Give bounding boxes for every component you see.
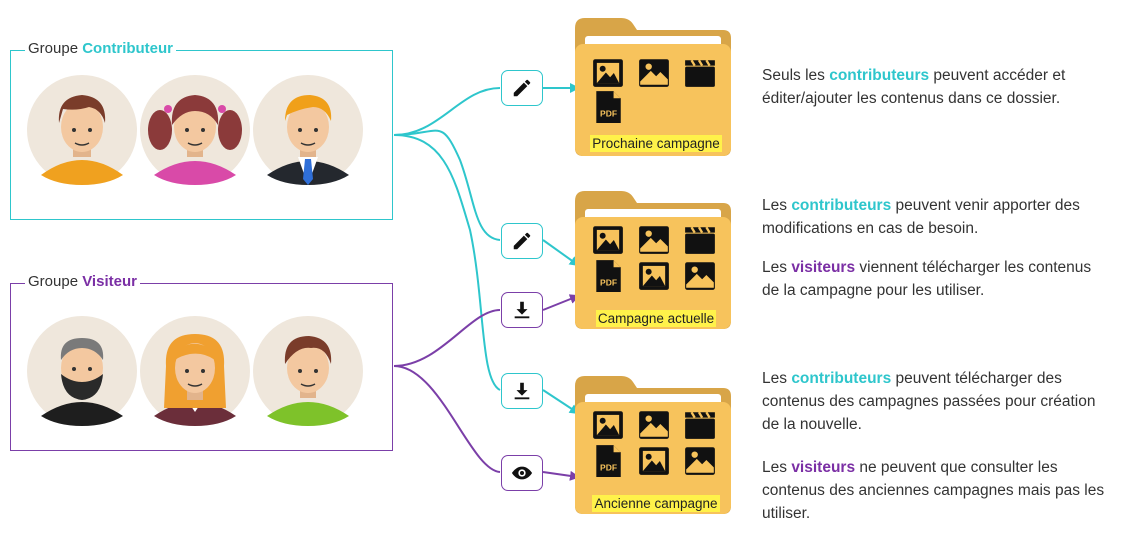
pdf-file-icon <box>595 90 622 124</box>
clapperboard-icon <box>683 226 717 255</box>
image-icon <box>593 226 623 254</box>
description-actuelle-contributeurs: Les contributeurs peuvent venir apporter… <box>762 197 1080 237</box>
image-icon <box>639 59 669 87</box>
avatar-contributeur-businessman <box>253 75 363 185</box>
clapperboard-icon <box>683 59 717 88</box>
image-icon <box>593 59 623 87</box>
pencil-icon <box>513 79 531 97</box>
image-icon <box>639 226 669 254</box>
link-contrib-download <box>393 134 501 391</box>
folder-ancienne-campagne <box>573 370 733 515</box>
description-prochaine-contributeurs: Seuls les contributeurs peuvent accéder … <box>762 67 1066 107</box>
link-visit-view <box>393 365 501 473</box>
pdf-file-icon <box>595 444 622 478</box>
group-contributeur-title: Groupe Contributeur <box>25 40 177 57</box>
image-icon <box>685 447 715 475</box>
avatar-visiteur-young-man <box>253 316 363 426</box>
arrow-download-visit <box>542 294 580 311</box>
group-visiteur-title: Groupe Visiteur <box>25 273 140 290</box>
group-contributeur: Groupe Contributeur <box>10 40 393 220</box>
folder-campagne-actuelle <box>573 185 733 330</box>
avatar-visiteur-woman <box>140 316 250 426</box>
edit-action-1 <box>501 70 543 106</box>
download-icon <box>514 301 530 319</box>
eye-icon <box>511 466 533 480</box>
image-icon <box>639 411 669 439</box>
folder-label-ancienne: Ancienne campagne <box>592 495 720 512</box>
pencil-icon <box>513 232 531 250</box>
edit-action-2 <box>501 223 543 259</box>
link-visit-download <box>393 309 501 367</box>
download-icon <box>514 382 530 400</box>
arrow-download-contrib <box>542 389 580 415</box>
link-contrib-edit-2 <box>393 129 501 241</box>
download-action-contributeur <box>501 373 543 409</box>
pdf-file-icon <box>595 259 622 293</box>
image-icon <box>639 447 669 475</box>
avatar-visiteur-bearded-man <box>27 316 137 426</box>
avatar-contributeur-girl <box>140 75 250 185</box>
description-ancienne-contributeurs: Les contributeurs peuvent télécharger de… <box>762 370 1096 433</box>
link-contrib-edit-1 <box>393 87 501 136</box>
folder-label-prochaine: Prochaine campagne <box>590 135 722 152</box>
description-ancienne-visiteurs: Les visiteurs ne peuvent que consulter l… <box>762 459 1105 522</box>
arrow-view <box>542 470 580 481</box>
image-icon <box>639 262 669 290</box>
folder-label-actuelle: Campagne actuelle <box>595 310 717 327</box>
image-icon <box>685 262 715 290</box>
download-action-visiteur <box>501 292 543 328</box>
avatar-contributeur-man <box>27 75 137 185</box>
image-icon <box>593 411 623 439</box>
clapperboard-icon <box>683 411 717 440</box>
view-action <box>501 455 543 491</box>
group-visiteur: Groupe Visiteur <box>10 273 393 451</box>
arrow-edit-2 <box>542 239 580 267</box>
description-actuelle-visiteurs: Les visiteurs viennent télécharger les c… <box>762 259 1092 299</box>
